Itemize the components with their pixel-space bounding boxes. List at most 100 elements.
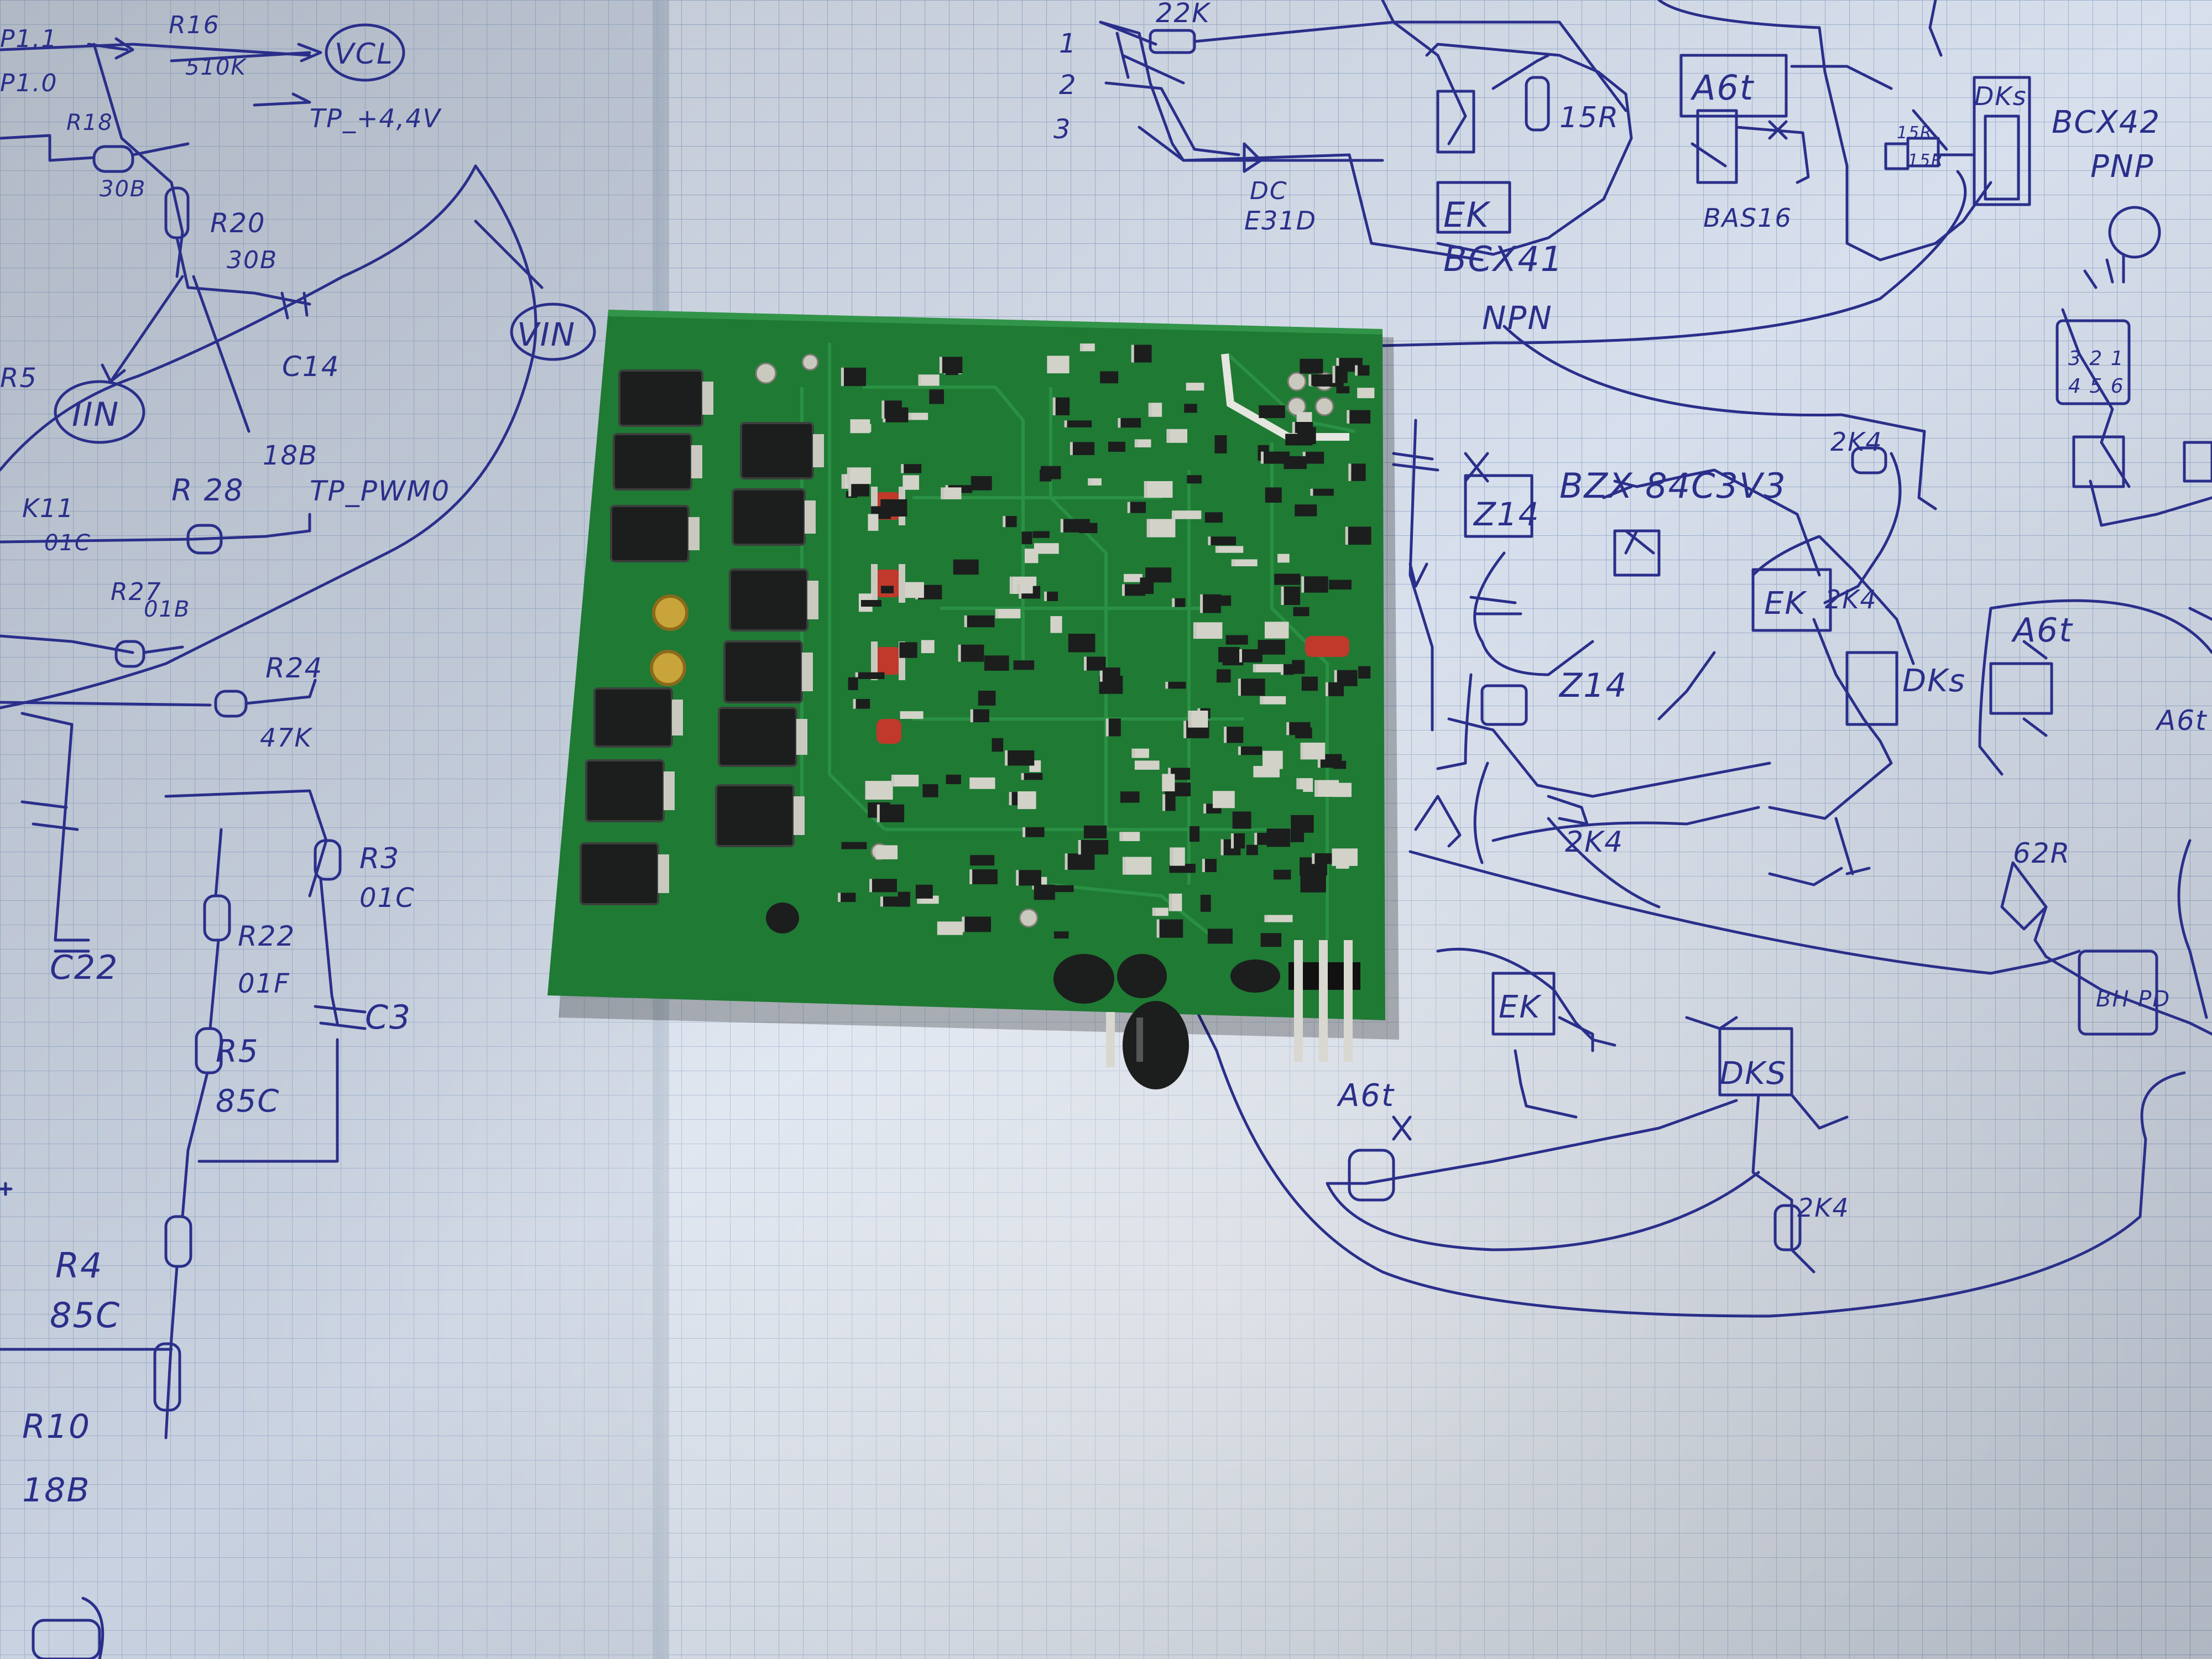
- smd-pad: [1220, 839, 1224, 855]
- smd-part: [1234, 559, 1258, 566]
- smd-part: [1091, 478, 1102, 486]
- smd-part: [921, 374, 940, 386]
- label-22k: 22K: [1156, 0, 1211, 29]
- smd-part: [1175, 510, 1202, 519]
- smd-part: [872, 879, 897, 893]
- smd-part: [1169, 429, 1187, 443]
- smd-part: [971, 476, 992, 491]
- smd-part: [1225, 635, 1248, 645]
- label-k11: K11: [22, 493, 75, 523]
- smd-part: [884, 400, 902, 419]
- smd-part: [875, 845, 898, 859]
- smd-part: [998, 609, 1021, 619]
- smd-pad: [1162, 794, 1166, 811]
- smd-part: [1203, 594, 1221, 613]
- smd-pad: [1009, 792, 1012, 806]
- smd-part: [1262, 696, 1286, 705]
- smd-pad: [880, 896, 883, 907]
- smd-part: [1313, 488, 1334, 496]
- smd-part: [1155, 907, 1168, 916]
- smd-part: [1328, 755, 1341, 768]
- smd-part: [843, 367, 866, 387]
- smd-pad: [917, 895, 920, 904]
- smd-part: [1079, 523, 1098, 534]
- label-pnp: PNP: [2090, 149, 2154, 185]
- smd-pad: [1188, 711, 1191, 728]
- label-r3-value: 01C: [359, 883, 415, 914]
- smd-pad: [1105, 718, 1109, 737]
- label-r27-value: 01B: [144, 597, 190, 622]
- smd-pad: [1308, 374, 1312, 386]
- smd-part: [1175, 598, 1186, 607]
- smd-part: [1159, 919, 1183, 938]
- label-15r: 15R: [1559, 101, 1619, 134]
- smd-part: [1204, 859, 1217, 872]
- smd-part: [861, 600, 881, 607]
- smd-pad: [869, 879, 872, 893]
- smd-pad: [1070, 442, 1073, 455]
- smd-part: [1351, 463, 1366, 481]
- smd-pad: [1021, 773, 1024, 780]
- label-iin: IIN: [72, 395, 119, 434]
- smd-pad: [1099, 667, 1103, 682]
- smd-pad: [1314, 780, 1318, 797]
- smd-pad: [1078, 840, 1081, 855]
- smd-pad: [1224, 727, 1227, 743]
- smd-part: [1292, 660, 1305, 674]
- label-c3: C3: [365, 998, 411, 1037]
- smd-part: [1168, 681, 1186, 689]
- smd-part: [1253, 766, 1280, 778]
- smd-part: [915, 884, 933, 899]
- smd-part: [984, 655, 1009, 671]
- smd-part: [855, 699, 870, 709]
- label-dks-2: DKs: [1902, 663, 1966, 699]
- label-z14-2: Z14: [1558, 666, 1627, 705]
- smd-pad: [1348, 463, 1352, 481]
- smd-part: [967, 615, 995, 628]
- label-r27: R27: [111, 578, 162, 606]
- smd-part: [1196, 622, 1223, 639]
- gold-pad: [652, 594, 688, 631]
- smd-part: [841, 842, 867, 849]
- smd-pad: [970, 709, 973, 722]
- gold-pad: [650, 650, 686, 686]
- smd-part: [1124, 573, 1142, 582]
- pcb-board: [547, 310, 1385, 1089]
- smd-part: [1242, 649, 1262, 662]
- smd-part: [1087, 656, 1106, 671]
- smd-part: [1041, 466, 1061, 479]
- smd-pad: [939, 357, 942, 374]
- smd-part: [1277, 554, 1290, 563]
- label-dks-3: DKS: [1720, 1056, 1787, 1092]
- smd-pad: [969, 869, 973, 884]
- label-r20: R20: [210, 208, 265, 239]
- smd-part: [1169, 864, 1196, 873]
- smd-part: [1328, 682, 1344, 696]
- smd-pad: [962, 916, 965, 932]
- smd-part: [1082, 343, 1095, 352]
- smd-part: [868, 514, 879, 531]
- power-diodes: [580, 369, 814, 905]
- smd-pad: [1260, 696, 1263, 705]
- label-15r-2: 15R: [1897, 123, 1933, 143]
- label-pin-2: 2: [1059, 70, 1077, 101]
- label-2k4-2: 2K4: [1825, 585, 1877, 614]
- smd-part: [970, 855, 995, 866]
- smd-part: [1303, 742, 1326, 760]
- smd-part: [904, 464, 922, 473]
- smd-part: [1218, 647, 1240, 662]
- smd-part: [1171, 768, 1191, 780]
- smd-part: [1335, 366, 1348, 383]
- smd-pad: [1231, 833, 1234, 849]
- smd-part: [879, 804, 905, 822]
- smd-part: [1300, 874, 1326, 893]
- smd-part: [1025, 549, 1039, 564]
- smd-pad: [1238, 679, 1241, 696]
- smd-part: [1211, 536, 1236, 545]
- smd-part: [1018, 791, 1036, 810]
- left-handwritten-labels: R16 510K VCL TP_+4,4V P1.1 P1.0 R18 30B …: [0, 11, 575, 1510]
- smd-pad: [1122, 857, 1125, 875]
- smd-part: [969, 777, 995, 789]
- smd-part: [1227, 727, 1244, 743]
